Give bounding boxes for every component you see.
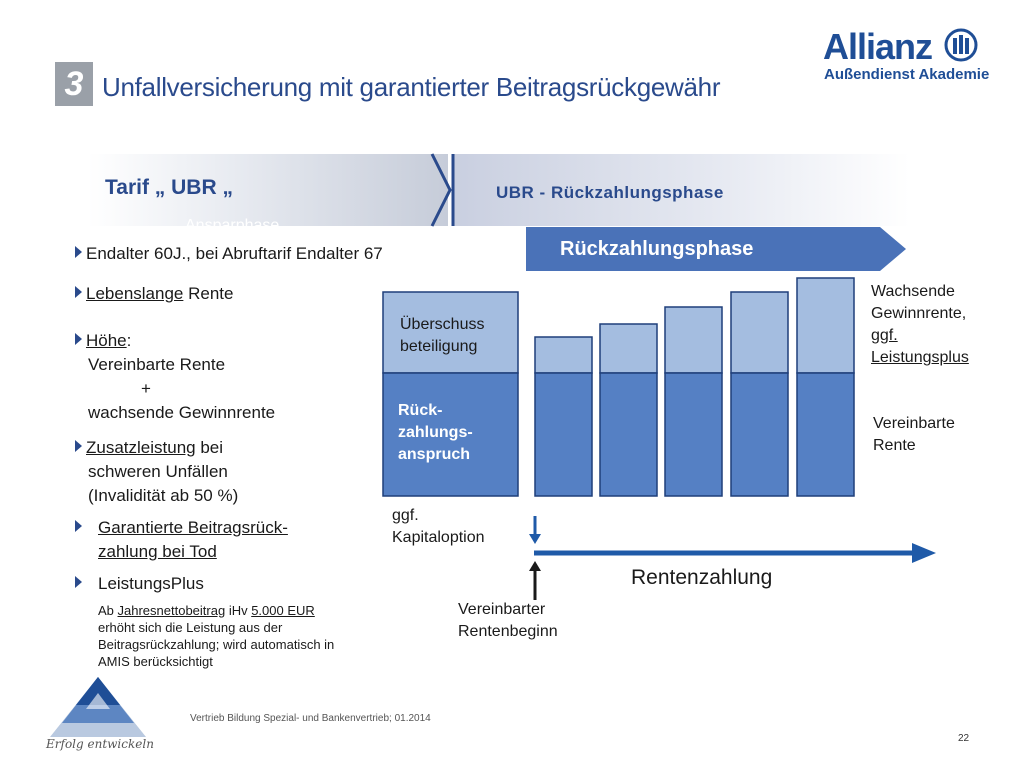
- hoehe-plus: +: [141, 379, 151, 398]
- bullet-endalter: Endalter 60J., bei Abruftarif Endalter 6…: [75, 244, 383, 264]
- growing-pension-line-4: Leistungsplus: [871, 349, 969, 366]
- note-line-3: Beitragsrückzahlung; wird automatisch in: [98, 637, 335, 652]
- bullet-text-underlined: zahlung bei Tod: [98, 542, 217, 561]
- bullet-arrow-icon: [75, 440, 82, 452]
- bullet-text-underlined: Zusatzleistung: [86, 438, 196, 457]
- banner-chevron-icon: [430, 153, 455, 227]
- bullet-text: :: [126, 331, 132, 350]
- bullet-text-underlined: Lebenslange: [86, 284, 184, 303]
- bar-5-bottom: [796, 372, 855, 497]
- bar-1-bottom: [534, 372, 593, 497]
- capital-option-line-2: Kapitaloption: [392, 529, 485, 546]
- bullet-text: Rente: [183, 284, 234, 303]
- phase-label: Rückzahlungsphase: [560, 238, 754, 260]
- tagline: Erfolg entwickeln: [46, 737, 154, 751]
- growing-pension-label: Wachsende Gewinnrente, ggf. Leistungsplu…: [871, 281, 969, 369]
- zusatz-line-2: (Invalidität ab 50 %): [88, 486, 239, 505]
- note-line-4: AMIS berücksichtigt: [98, 654, 213, 669]
- repayment-label-line-2: zahlungs-: [398, 424, 473, 441]
- page-number: 22: [958, 733, 970, 744]
- bullet-arrow-icon: [75, 333, 82, 345]
- up-arrow-icon: [529, 561, 541, 571]
- hoehe-line-2: wachsende Gewinnrente: [88, 403, 276, 422]
- garantierte-line-2: zahlung bei Tod: [98, 542, 217, 562]
- repayment-phase-label: UBR - Rückzahlungsphase: [496, 183, 724, 202]
- bullet-arrow-icon: [75, 246, 82, 258]
- note-underlined: 5.000 EUR: [251, 603, 315, 618]
- growing-pension-line-1: Wachsende: [871, 283, 955, 300]
- capital-option-line-1: ggf.: [392, 507, 419, 524]
- bullet-arrow-icon: [75, 286, 82, 298]
- note-line-1: Ab Jahresnettobeitrag iHv 5.000 EUR: [98, 602, 368, 619]
- agreed-pension-line-1: Vereinbarte: [873, 415, 955, 432]
- surplus-label-line-1: Überschuss: [400, 316, 485, 333]
- growing-pension-line-3: ggf.: [871, 327, 898, 344]
- bullet-arrow-icon: [75, 576, 82, 588]
- agreed-pension-label: Vereinbarte Rente: [873, 413, 955, 457]
- bullet-text: bei: [195, 438, 224, 457]
- leistungsplus-note: Ab Jahresnettobeitrag iHv 5.000 EUR erhö…: [98, 602, 368, 670]
- footer-text: Vertrieb Bildung Spezial- und Bankenvert…: [190, 713, 431, 724]
- bullet-lebenslange: Lebenslange Rente: [75, 284, 233, 304]
- timeline-arrow-icon: [912, 543, 936, 563]
- first-bar-surplus: [382, 291, 519, 374]
- surplus-label-line-2: beteiligung: [400, 338, 478, 355]
- bar-2-top: [599, 323, 658, 374]
- first-bar-repayment: [382, 372, 519, 497]
- repayment-label-line-3: anspruch: [398, 446, 471, 463]
- bar-3-top: [664, 306, 723, 374]
- bullet-leistungsplus: [75, 574, 86, 594]
- garantierte-line-1: Garantierte Beitragsrück-: [98, 518, 288, 538]
- bullet-text: Endalter 60J., bei Abruftarif Endalter 6…: [86, 244, 383, 263]
- timeline: [529, 516, 936, 600]
- leistungsplus-label: LeistungsPlus: [98, 574, 204, 593]
- page-title: Unfallversicherung mit garantierter Beit…: [102, 72, 721, 102]
- bullet-garantierte: [75, 518, 86, 538]
- bullet-arrow-icon: [75, 520, 82, 532]
- bullet-text-underlined: Garantierte Beitragsrück-: [98, 518, 288, 537]
- bullet-zusatzleistung: Zusatzleistung bei: [75, 438, 223, 458]
- bar-5-top: [796, 277, 855, 374]
- pension-start-line-1: Vereinbarter: [458, 601, 546, 618]
- bar-1-top: [534, 336, 593, 374]
- bullet-text-underlined: Höhe: [86, 331, 127, 350]
- section-number: 3: [55, 62, 93, 106]
- pyramid-logo-icon: [50, 677, 146, 737]
- note-underlined: Jahresnettobeitrag: [117, 603, 226, 618]
- growing-pension-line-2: Gewinnrente,: [871, 305, 967, 322]
- note-text: iHv: [225, 603, 252, 618]
- bullet-hoehe: Höhe:: [75, 331, 131, 351]
- savings-phase-label: Ansparphase: [185, 217, 280, 228]
- logo-subtitle: Außendienst Akademie: [824, 66, 990, 83]
- bar-4-top: [730, 291, 789, 374]
- phase-arrow: [526, 227, 906, 271]
- pension-start-label: Vereinbarter Rentenbeginn: [458, 599, 558, 643]
- capital-option-label: ggf. Kapitaloption: [392, 505, 485, 549]
- note-line-2: erhöht sich die Leistung aus der: [98, 620, 283, 635]
- tarif-label: Tarif „ UBR „: [105, 176, 233, 199]
- repayment-label-line-1: Rück-: [398, 402, 443, 419]
- repayment-claim-label: Rück- zahlungs- anspruch: [398, 400, 473, 466]
- bar-3-bottom: [664, 372, 723, 497]
- down-arrow-icon: [529, 534, 541, 544]
- pension-payment-label: Rentenzahlung: [631, 566, 773, 589]
- logo-name: Allianz: [823, 26, 933, 67]
- bar-2-bottom: [599, 372, 658, 497]
- banner-savings-phase: [88, 154, 448, 226]
- agreed-pension-line-2: Rente: [873, 437, 916, 454]
- payout-diagram: [382, 277, 855, 497]
- hoehe-line-1: Vereinbarte Rente: [88, 355, 226, 374]
- allianz-logo-icon: [944, 28, 978, 62]
- surplus-label: Überschuss beteiligung: [400, 314, 484, 358]
- bar-4-bottom: [730, 372, 789, 497]
- note-text: Ab: [98, 603, 118, 618]
- banner-repayment-phase: [452, 154, 910, 226]
- zusatz-line-1: schweren Unfällen: [88, 462, 228, 481]
- pension-start-line-2: Rentenbeginn: [458, 623, 558, 640]
